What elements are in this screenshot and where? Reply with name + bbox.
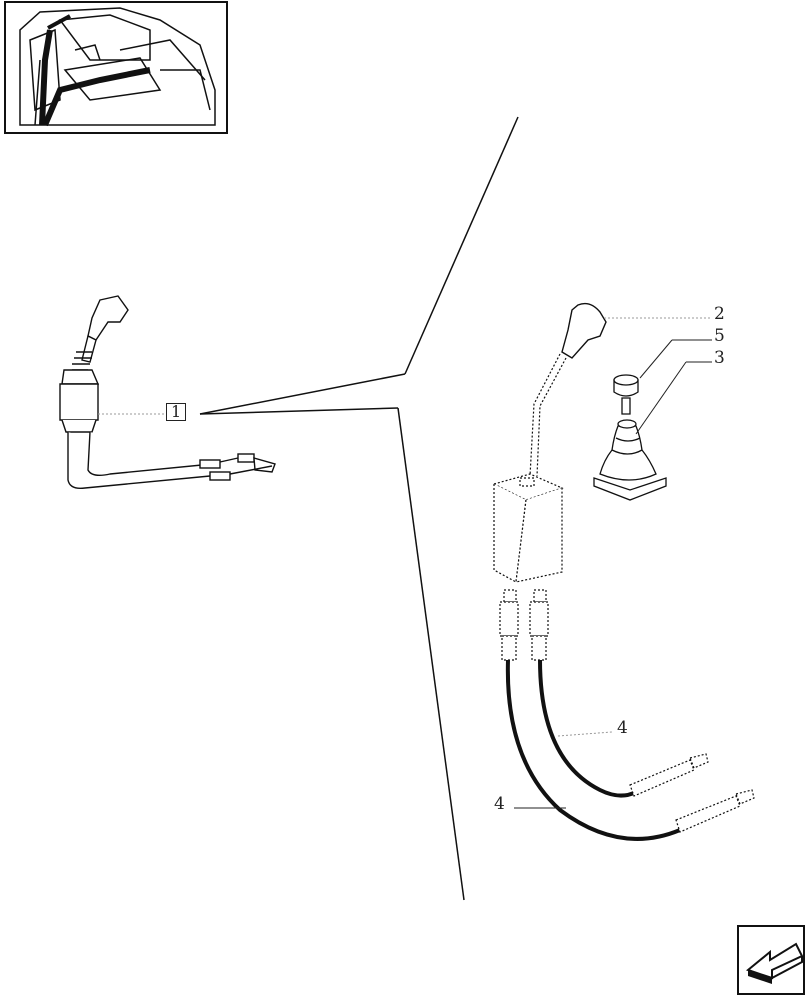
cable-connectors <box>499 589 549 661</box>
explosion-lines <box>199 116 519 901</box>
leader-lines <box>98 317 712 737</box>
callout-1[interactable]: 1 <box>166 403 187 421</box>
cable-ends <box>629 753 755 833</box>
callout-5[interactable]: 5 <box>714 326 725 346</box>
joystick-assembly-small <box>59 295 276 490</box>
control-box <box>492 473 564 583</box>
lever-knob <box>561 302 607 359</box>
tractor-cab-locator-icon <box>19 7 216 127</box>
leader-lines-solid <box>514 339 712 809</box>
callout-4-upper[interactable]: 4 <box>617 718 628 738</box>
callout-3[interactable]: 3 <box>714 348 725 368</box>
rubber-boot <box>593 419 667 501</box>
callout-4-lower[interactable]: 4 <box>494 794 505 814</box>
lever-shaft <box>529 353 567 477</box>
locator-thumbnail[interactable] <box>4 1 228 134</box>
lever-nut <box>613 374 639 415</box>
callout-2[interactable]: 2 <box>714 304 725 324</box>
previous-page-arrow-icon[interactable] <box>737 925 805 995</box>
control-cables <box>505 659 681 841</box>
